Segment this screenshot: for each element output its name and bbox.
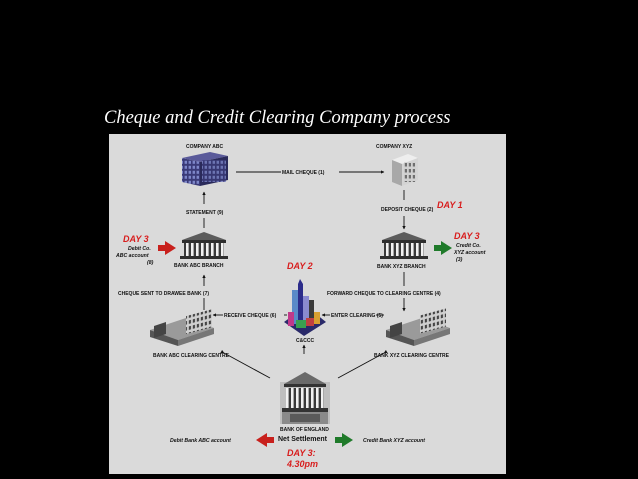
day1-label: DAY 1 (437, 200, 463, 210)
company-abc-label: COMPANY ABC (186, 144, 224, 150)
mail-cheque-label: MAIL CHEQUE (1) (282, 170, 325, 176)
debit-abc-line1: Debit Co. (128, 246, 151, 252)
credit-xyz-line3: (3) (456, 257, 463, 263)
debit-abc-line3: (8) (147, 260, 154, 266)
net-settlement-label: Net Settlement (278, 436, 328, 443)
slide-title: Cheque and Credit Clearing Company proce… (104, 108, 451, 128)
day2-label: DAY 2 (287, 261, 313, 271)
bank-abc-branch-icon (180, 232, 228, 259)
credit-bank-xyz-arrow-icon (335, 433, 353, 447)
debit-bank-abc-label: Debit Bank ABC account (170, 438, 231, 444)
bank-of-england-icon (280, 372, 330, 424)
bank-abc-branch-label: BANK ABC BRANCH (174, 263, 224, 269)
bank-xyz-clearing-centre-icon (386, 308, 450, 346)
boe-to-xyz-clearing-arrow (337, 349, 388, 379)
debit-arrow-left-icon (158, 241, 176, 255)
credit-arrow-right-icon (434, 241, 452, 255)
receive-cheque-label: RECEIVE CHEQUE (6) (224, 313, 277, 319)
credit-xyz-line2: XYZ account (453, 250, 486, 256)
company-xyz-label: COMPANY XYZ (376, 144, 412, 150)
credit-bank-xyz-label: Credit Bank XYZ account (363, 438, 425, 444)
bank-xyz-branch-icon (380, 232, 428, 259)
day3-bottom-label: DAY 3: (287, 448, 316, 458)
day3-bottom-time: 4.30pm (286, 459, 318, 469)
statement-label: STATEMENT (9) (186, 210, 224, 216)
bank-of-england-label: BANK OF ENGLAND (280, 427, 329, 433)
forward-cheque-label: FORWARD CHEQUE TO CLEARING CENTRE (4) (327, 291, 441, 297)
company-xyz-building-icon (392, 154, 418, 186)
day3-right-label: DAY 3 (454, 231, 480, 241)
cacc-label: C&CCC (296, 338, 314, 344)
bank-xyz-branch-label: BANK XYZ BRANCH (377, 264, 426, 270)
bank-abc-clearing-label: BANK ABC CLEARING CENTRE (153, 353, 230, 359)
debit-abc-line2: ABC account (115, 253, 149, 259)
deposit-cheque-label: DEPOSIT CHEQUE (2) (381, 207, 434, 213)
day3-left-label: DAY 3 (123, 234, 149, 244)
credit-xyz-line1: Credit Co. (456, 243, 481, 249)
enter-clearing-label: ENTER CLEARING (5) (331, 313, 383, 319)
cacc-towers-icon (284, 279, 326, 336)
company-abc-building-icon (182, 152, 228, 186)
bank-xyz-clearing-label: BANK XYZ CLEARING CENTRE (374, 353, 450, 359)
sent-to-drawee-label: CHEQUE SENT TO DRAWEE BANK (7) (118, 291, 209, 297)
debit-bank-abc-arrow-icon (256, 433, 274, 447)
boe-to-abc-clearing-arrow (220, 349, 271, 379)
bank-abc-clearing-centre-icon (150, 309, 214, 346)
